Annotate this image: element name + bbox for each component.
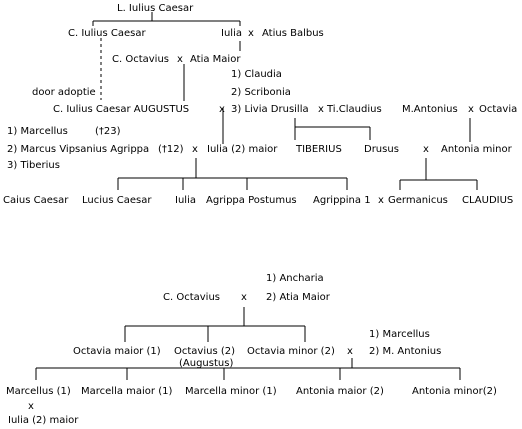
husband-agrippa: 2) Marcus Vipsanius Agrippa [7, 144, 150, 155]
adoption-note: door adoptie [32, 87, 96, 98]
person-antonia-minor: Antonia minor [441, 144, 512, 155]
marriage-mark: x [248, 28, 254, 39]
wife-livia-drusilla: 3) Livia Drusilla [231, 104, 309, 115]
wife-atia-maior: 2) Atia Maior [266, 292, 330, 303]
person-l-iulius-caesar: L. Iulius Caesar [117, 3, 194, 14]
person-m-antonius: M.Antonius [402, 104, 458, 115]
person-c-octavius-2: C. Octavius [163, 292, 221, 303]
person-marcella-minor: Marcella minor (1) [185, 386, 277, 397]
person-caius-caesar: Caius Caesar [3, 195, 69, 206]
person-antonia-maior: Antonia maior (2) [296, 386, 384, 397]
marriage-mark: x [347, 346, 353, 357]
person-c-iulius-caesar: C. Iulius Caesar [68, 28, 146, 39]
marriage-mark: x [177, 54, 183, 65]
person-germanicus: Germanicus [388, 195, 448, 206]
person-octavia-minor: Octavia minor (2) [247, 346, 335, 357]
marriage-mark: x [219, 104, 225, 115]
person-octavia: Octavia [479, 104, 518, 115]
marriage-mark: x [28, 401, 34, 412]
marriage-mark: x [468, 104, 474, 115]
person-augustus: C. Iulius Caesar AUGUSTUS [53, 104, 190, 115]
marriage-mark: x [241, 292, 247, 303]
wife-claudia: 1) Claudia [231, 69, 282, 80]
husband-m-antonius: 2) M. Antonius [369, 346, 442, 357]
husband-marcellus: 1) Marcellus [7, 126, 68, 137]
augustus-note: (Augustus) [179, 358, 234, 369]
marriage-mark: x [423, 144, 429, 155]
person-atius-balbus: Atius Balbus [262, 28, 324, 39]
person-iulia-2-maior: Iulia (2) maior [207, 144, 278, 155]
person-octavia-maior: Octavia maior (1) [73, 346, 161, 357]
person-c-octavius: C. Octavius [112, 54, 170, 65]
marriage-mark: x [378, 195, 384, 206]
person-ti-claudius: Ti.Claudius [327, 104, 382, 115]
person-octavius-2: Octavius (2) [174, 346, 236, 357]
person-claudius: CLAUDIUS [462, 195, 514, 206]
person-agrippina-1: Agrippina 1 [313, 195, 371, 206]
person-iulia-child: Iulia [175, 195, 196, 206]
person-tiberius: TIBERIUS [296, 144, 342, 155]
person-atia-maior: Atia Maior [190, 54, 241, 65]
husband-tiberius: 3) Tiberius [7, 160, 60, 171]
marriage-mark: x [318, 104, 324, 115]
wife-ancharia: 1) Ancharia [266, 273, 324, 284]
person-agrippa-postumus: Agrippa Postumus [206, 195, 297, 206]
person-drusus: Drusus [364, 144, 399, 155]
person-iulia-2-maior-2: Iulia (2) maior [8, 415, 79, 426]
husband-marcellus-2: 1) Marcellus [369, 329, 430, 340]
person-antonia-minor-2: Antonia minor(2) [412, 386, 497, 397]
marriage-mark: x [192, 144, 198, 155]
husband-marcellus-note: (†23) [95, 126, 121, 137]
husband-agrippa-note: (†12) [158, 144, 184, 155]
wife-scribonia: 2) Scribonia [231, 87, 291, 98]
person-lucius-caesar: Lucius Caesar [82, 195, 152, 206]
person-iulia: Iulia [221, 28, 242, 39]
person-marcella-maior: Marcella maior (1) [81, 386, 173, 397]
person-marcellus-1: Marcellus (1) [6, 386, 71, 397]
